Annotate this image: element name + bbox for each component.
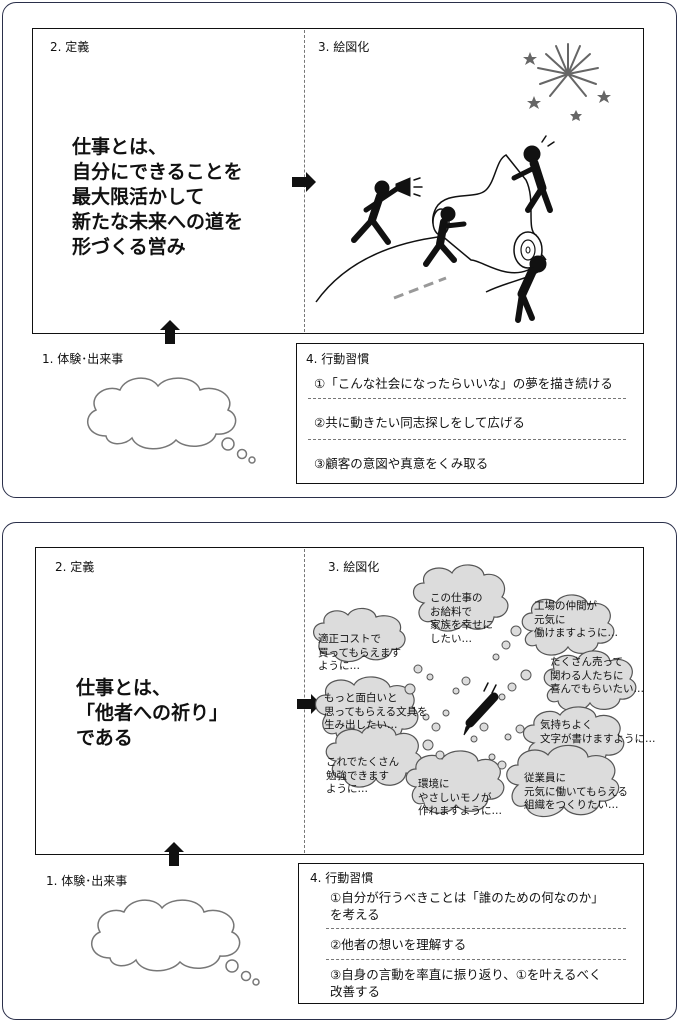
fireworks-icon xyxy=(537,43,599,97)
panel1-definition-line: 新たな未来への道を xyxy=(72,211,244,233)
thought-cloud xyxy=(412,564,509,632)
panel1-habit-item: ③顧客の意図や真意をくみ取る xyxy=(314,456,489,471)
panel2-habit-separator xyxy=(326,928,626,929)
arrow-up-icon xyxy=(164,842,184,866)
panel2-habit-item: 改善する xyxy=(330,984,381,999)
thought-text: 気持ちよく 文字が書けますように… xyxy=(540,719,656,745)
arrow-right-icon xyxy=(292,172,316,192)
person-megaphone-icon xyxy=(351,177,423,245)
thought-text: 環境に やさしいモノが 作れますように… xyxy=(418,778,502,817)
thought-cloud xyxy=(325,724,423,788)
thought-text: 従業員に 元気に働いてもらえる 組織をつくりたい… xyxy=(524,772,628,811)
panel1-definition-line: 最大限活かして xyxy=(72,186,205,208)
panel2-habit-item: ③自身の言動を率直に振り返り、①を叶えるべく xyxy=(330,967,602,982)
path-dashed-line xyxy=(393,276,447,300)
panel1-illustration xyxy=(315,43,611,323)
thought-cloud xyxy=(521,594,615,656)
thought-text: この仕事の お給料で 家族を幸せに したい… xyxy=(430,592,493,645)
panel2-habit-item: ②他者の想いを理解する xyxy=(330,937,467,952)
thought-cloud-icon xyxy=(86,377,256,464)
panel1-habits-label: 4. 行動習慣 xyxy=(306,352,370,366)
panel1-definition-text: 仕事とは、 自分にできることを 最大限活かして 新たな未来への道を 形づくる営み xyxy=(72,135,243,260)
thought-cloud-icon xyxy=(90,899,260,986)
arrow-up-icon xyxy=(160,320,180,344)
thought-text: 工場の仲間が 元気に 働けますように… xyxy=(534,600,618,639)
arrow-right-icon xyxy=(297,694,321,714)
panel1-visualization-label: 3. 絵図化 xyxy=(318,40,370,54)
panel2-habit-item: ①自分が行うべきことは「誰のための何なのか」 xyxy=(330,890,604,905)
panel1-definition-label: 2. 定義 xyxy=(50,40,90,54)
person-pushing-icon xyxy=(423,206,467,267)
panel1-habit-separator xyxy=(308,398,626,399)
thought-cloud xyxy=(543,650,637,712)
thought-cloud xyxy=(405,750,505,814)
star-icon xyxy=(523,52,611,121)
panel2-definition-line: である xyxy=(76,727,133,749)
panel2-definition-label: 2. 定義 xyxy=(55,560,95,574)
panel1-habits-box xyxy=(296,343,644,484)
panel2-definition-text: 仕事とは、 「他者への祈り」 である xyxy=(76,676,228,751)
panel2-habits-label: 4. 行動習慣 xyxy=(310,871,374,885)
panel2-prayer-clouds xyxy=(313,564,637,818)
panel2-definition-line: 仕事とは、 xyxy=(76,677,172,699)
pen-icon xyxy=(463,682,499,736)
panel1-habit-separator xyxy=(308,439,626,440)
thought-cloud xyxy=(313,607,406,663)
panel2-habit-separator xyxy=(326,959,626,960)
person-bottom-icon xyxy=(515,255,547,323)
panel2-habits-box xyxy=(298,863,644,1004)
panel1-experience-label: 1. 体験･出来事 xyxy=(42,352,124,366)
thought-text: これでたくさん 勉強できます ように… xyxy=(326,756,400,795)
thought-cloud xyxy=(506,744,620,818)
panel2-visualization-label: 3. 絵図化 xyxy=(328,560,380,574)
panel2-habit-item: を考える xyxy=(330,907,380,922)
thought-text: 適正コストで 買ってもらえます ように… xyxy=(318,633,401,672)
person-top-icon xyxy=(511,135,555,213)
panel2-experience-label: 1. 体験･出来事 xyxy=(46,874,128,888)
panel1-definition-line: 自分にできることを xyxy=(72,161,243,183)
panel1-habit-item: ①「こんな社会になったらいいな」の夢を描き続ける xyxy=(314,376,613,391)
panel1-habit-item: ②共に動きたい同志探しをして広げる xyxy=(314,415,525,430)
thought-text: たくさん売って 関わる人たちに 喜んでもらいたい… xyxy=(550,656,644,695)
panel2-definition-line: 「他者への祈り」 xyxy=(76,702,229,724)
thought-text: もっと面白いと 思ってもらえる文具を 生み出したい… xyxy=(324,692,428,731)
panel1-definition-line: 仕事とは、 xyxy=(72,136,168,158)
panel1-definition-line: 形づくる営み xyxy=(72,236,186,258)
